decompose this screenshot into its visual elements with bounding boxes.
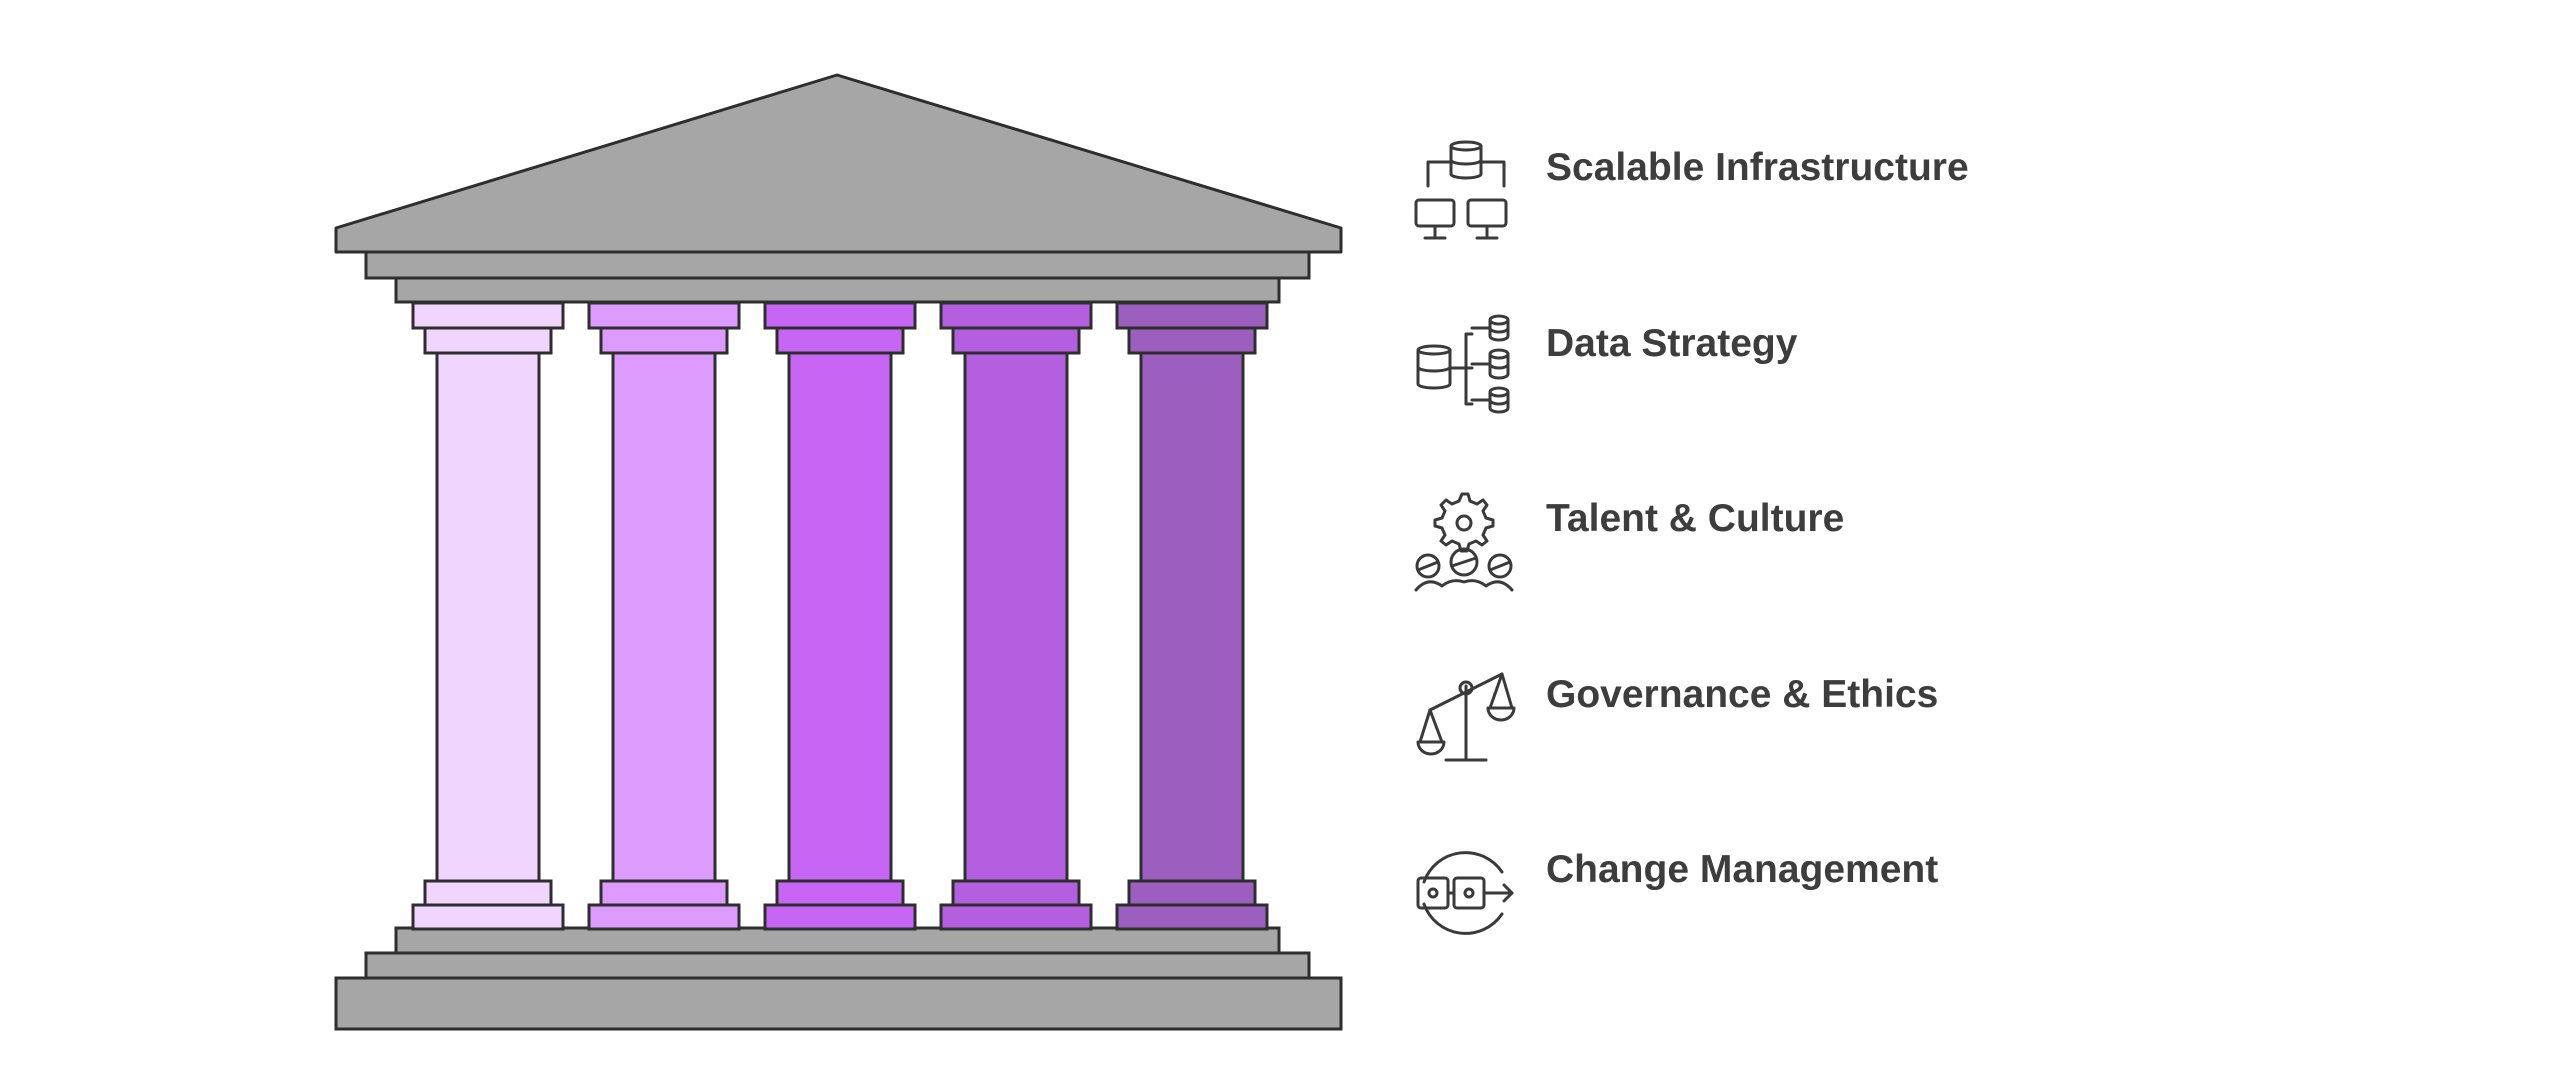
pediment	[334, 73, 1343, 254]
pillar-1	[411, 301, 565, 931]
database-hierarchy-icon	[1416, 314, 1510, 414]
pillar-3	[763, 301, 917, 931]
pillar-label-talent-culture: Talent & Culture	[1546, 497, 1845, 540]
pillar-5	[1115, 301, 1269, 931]
base-step-top	[394, 926, 1281, 955]
balance-scale-icon	[1416, 672, 1516, 762]
servers-network-icon	[1414, 140, 1508, 240]
base-step-bottom	[334, 976, 1343, 1031]
cycle-transform-icon	[1416, 851, 1514, 935]
pillar-4	[939, 301, 1093, 931]
entablature-upper	[364, 250, 1311, 280]
entablature-lower	[394, 276, 1281, 304]
team-gear-icon	[1414, 492, 1514, 592]
pillar-label-change-management: Change Management	[1546, 848, 1939, 891]
pillar-label-data-strategy: Data Strategy	[1546, 322, 1798, 365]
base-step-middle	[364, 951, 1311, 980]
pillar-label-scalable-infrastructure: Scalable Infrastructure	[1546, 146, 1969, 189]
pillar-label-governance-ethics: Governance & Ethics	[1546, 673, 1939, 716]
pillar-2	[587, 301, 741, 931]
